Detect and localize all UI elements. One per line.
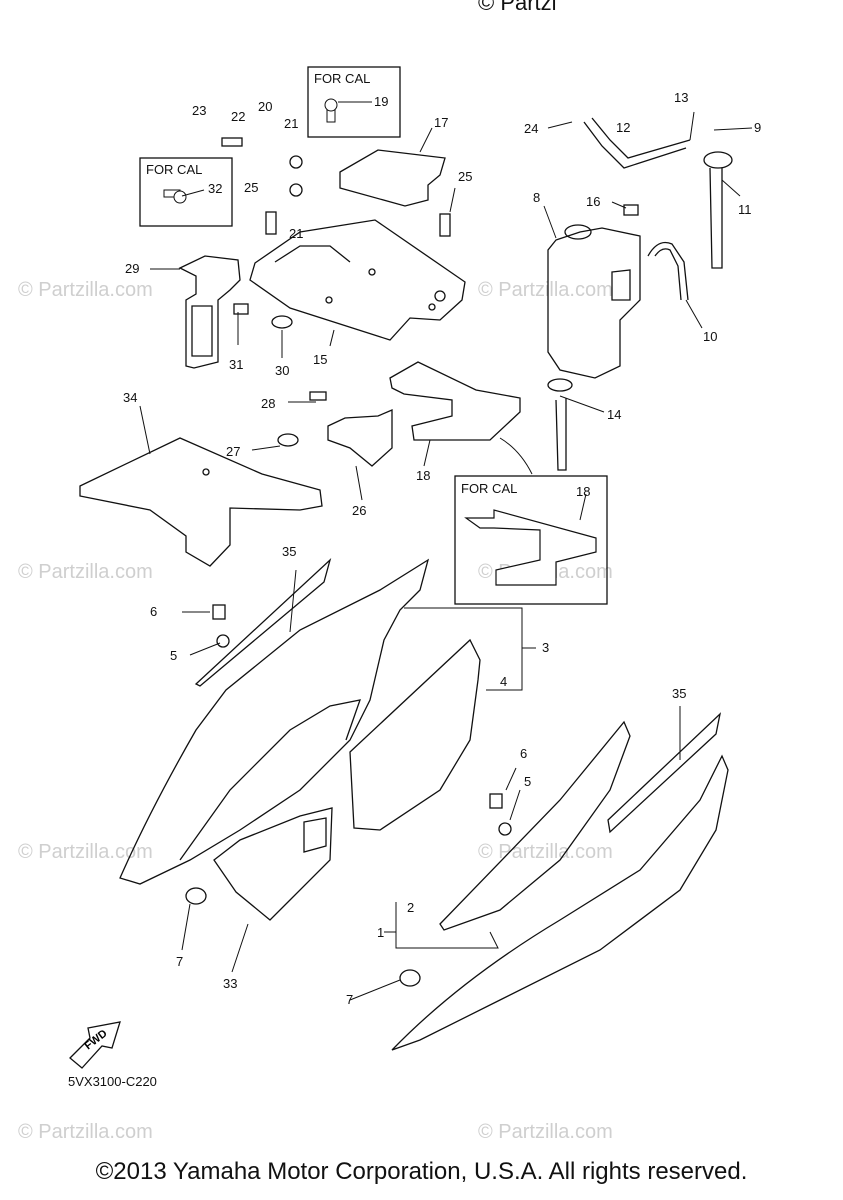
callout-24: 24 [524, 121, 538, 136]
part-drawings [79, 117, 733, 1051]
for-cal-box-32: FOR CAL [139, 157, 233, 227]
leader-lines [139, 101, 753, 1001]
callout-13: 13 [674, 90, 688, 105]
callout-23: 23 [192, 103, 206, 118]
watermark: © Partzilla.com [478, 841, 613, 863]
plate-17 [339, 149, 446, 207]
watermark: © Partzilla.com [478, 1121, 613, 1143]
callout-27: 27 [226, 444, 240, 459]
callout-12: 12 [616, 120, 630, 135]
box-label: FOR CAL [461, 481, 517, 496]
watermark: © Partzilla.com [18, 841, 153, 863]
callout-1: 1 [377, 925, 384, 940]
callout-33: 33 [223, 976, 237, 991]
bracket-15 [249, 219, 466, 341]
callout-5: 5 [170, 648, 177, 663]
callout-6: 6 [150, 604, 157, 619]
side-cover-1 [391, 754, 729, 1051]
callout-14: 14 [607, 407, 621, 422]
callout-22: 22 [231, 109, 245, 124]
callout-35b: 35 [672, 686, 686, 701]
watermark: © Partzilla.com [18, 1121, 153, 1143]
callout-25b: 25 [458, 169, 472, 184]
callout-6b: 6 [520, 746, 527, 761]
callout-3: 3 [542, 640, 549, 655]
watermark: © Partzilla.com [18, 279, 153, 301]
callout-25: 25 [244, 180, 258, 195]
callout-19: 19 [374, 94, 388, 109]
bracket-29 [178, 255, 241, 369]
callout-18: 18 [416, 468, 430, 483]
header-watermark: © Partzi [478, 0, 557, 15]
callout-8: 8 [533, 190, 540, 205]
diagram-code: 5VX3100-C220 [68, 1074, 157, 1089]
callout-7: 7 [176, 954, 183, 969]
callout-20: 20 [258, 99, 272, 114]
callout-29: 29 [125, 261, 139, 276]
callout-28: 28 [261, 396, 275, 411]
callout-30: 30 [275, 363, 289, 378]
box-label: FOR CAL [146, 162, 202, 177]
callout-11: 11 [738, 202, 752, 217]
fwd-arrow-icon: FWD [69, 1021, 121, 1069]
panel-4 [349, 638, 481, 831]
watermarks: © Partzilla.com © Partzilla.com © Partzi… [18, 279, 613, 1143]
callout-17: 17 [434, 115, 448, 130]
callout-26: 26 [352, 503, 366, 518]
callout-15: 15 [313, 352, 327, 367]
callout-34: 34 [123, 390, 137, 405]
callout-10: 10 [703, 329, 717, 344]
callout-35: 35 [282, 544, 296, 559]
callouts: 1 2 3 4 5 5 6 6 7 7 8 9 10 11 12 13 14 1… [123, 90, 761, 1007]
side-cover-3 [119, 558, 430, 885]
callout-31: 31 [229, 357, 243, 372]
callout-7b: 7 [346, 992, 353, 1007]
for-cal-box-18: FOR CAL [454, 475, 608, 605]
callout-2: 2 [407, 900, 414, 915]
plate-18 [389, 361, 521, 441]
callout-18b: 18 [576, 484, 590, 499]
callout-21b: 21 [289, 226, 303, 241]
watermark: © Partzilla.com [478, 279, 613, 301]
tank-8 [547, 227, 641, 379]
panel-2 [439, 720, 631, 931]
callout-9: 9 [754, 120, 761, 135]
box-label: FOR CAL [314, 71, 370, 86]
callout-16: 16 [586, 194, 600, 209]
callout-32: 32 [208, 181, 222, 196]
for-cal-box-19: FOR CAL [307, 66, 401, 138]
watermark: © Partzilla.com [18, 561, 153, 583]
sheet-34 [79, 437, 323, 567]
callout-4: 4 [500, 674, 507, 689]
callout-5b: 5 [524, 774, 531, 789]
copyright-notice: ©2013 Yamaha Motor Corporation, U.S.A. A… [95, 1158, 748, 1185]
bracket-26 [327, 409, 393, 467]
cover-33 [213, 807, 333, 921]
callout-21: 21 [284, 116, 298, 131]
